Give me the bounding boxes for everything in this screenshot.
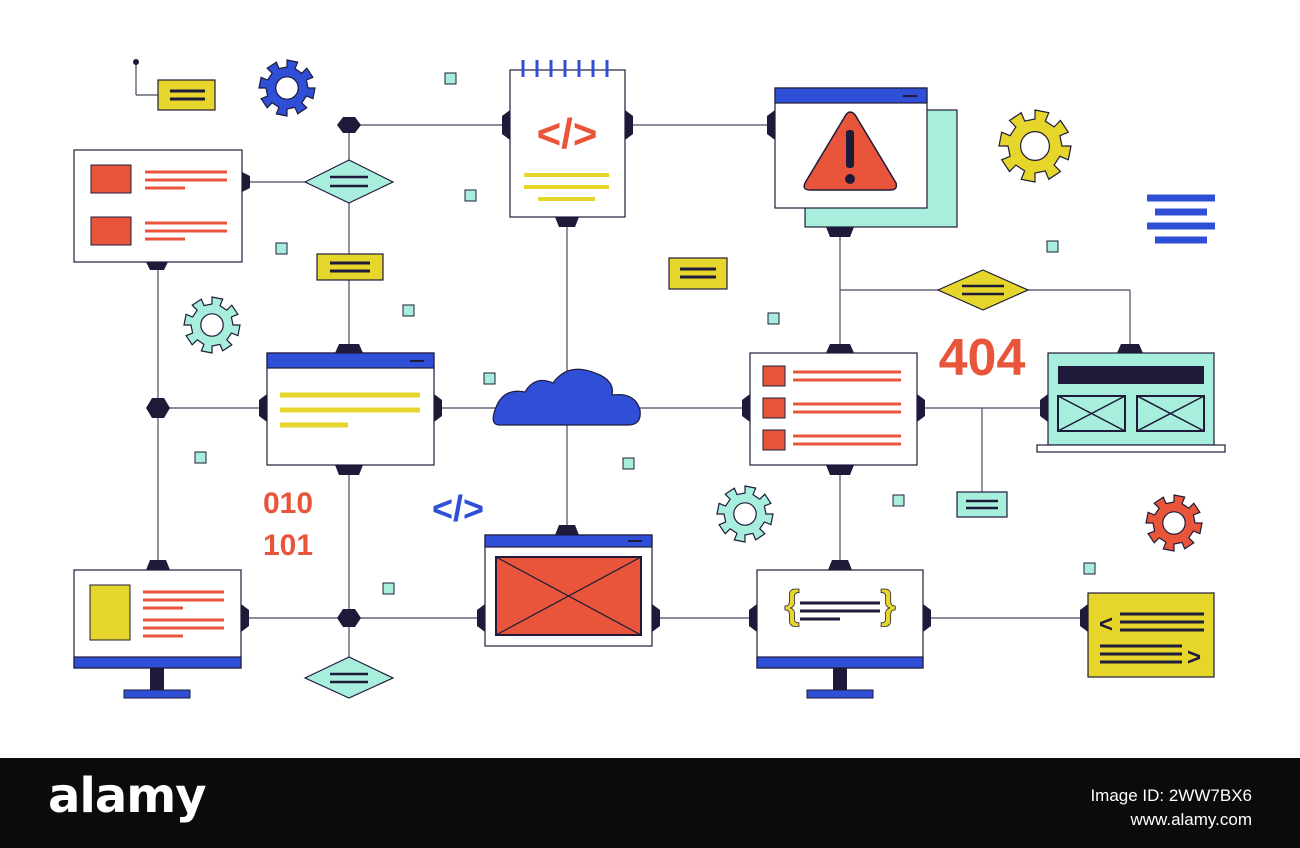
cloud-icon — [492, 368, 641, 426]
image-window — [477, 525, 660, 647]
code-card-yellow: < > — [1080, 592, 1215, 678]
laptop-icon — [1036, 344, 1226, 453]
watermark-footer: alamy Image ID: 2WW7BX6 www.alamy.com — [0, 758, 1300, 848]
gears — [183, 59, 1203, 552]
binary-line-1: 010 — [263, 487, 313, 520]
browser-window-icon — [259, 344, 442, 475]
connector-lines — [135, 62, 1131, 660]
code-tag-icon: </> — [432, 488, 484, 529]
notepad-icon: </> — [502, 60, 633, 227]
code-tag-icon: </> — [537, 110, 598, 157]
gear-hole — [200, 313, 224, 337]
decision-diamond-icon — [303, 656, 395, 699]
open-brace: { — [784, 583, 800, 627]
gear-hole — [275, 76, 299, 100]
gear-hole — [1019, 131, 1050, 162]
monitor-icon: { } — [749, 560, 931, 699]
decision-diamond-icon — [936, 269, 1030, 311]
hamburger-menu-icon — [1147, 194, 1215, 244]
tag-yellow-top-left — [157, 79, 216, 111]
warning-window — [767, 87, 958, 237]
gear-hole — [733, 502, 757, 526]
warning-icon — [803, 111, 898, 191]
decorative-squares — [194, 72, 1096, 595]
decision-diamond-icon — [303, 159, 395, 204]
error-code-label: 404 — [939, 329, 1026, 387]
tag-yellow-mid-left — [316, 253, 384, 281]
image-id: Image ID: 2WW7BX6 — [1090, 786, 1252, 805]
diagram-canvas: </> 404 — [73, 59, 1226, 699]
close-brace: } — [880, 583, 896, 627]
list-card-top-left — [73, 149, 250, 270]
site-url: www.alamy.com — [1130, 810, 1252, 829]
alamy-logo: alamy — [48, 768, 207, 824]
list-card-middle-right — [742, 344, 925, 475]
monitor-icon — [73, 560, 249, 699]
tag-yellow-center — [668, 257, 728, 290]
connector-nodes — [133, 59, 361, 627]
binary-line-2: 101 — [263, 529, 313, 562]
right-angle-icon: > — [1187, 644, 1201, 671]
tag-mint-right — [956, 491, 1008, 518]
gear-hole — [1162, 511, 1186, 535]
left-angle-icon: < — [1099, 611, 1113, 638]
